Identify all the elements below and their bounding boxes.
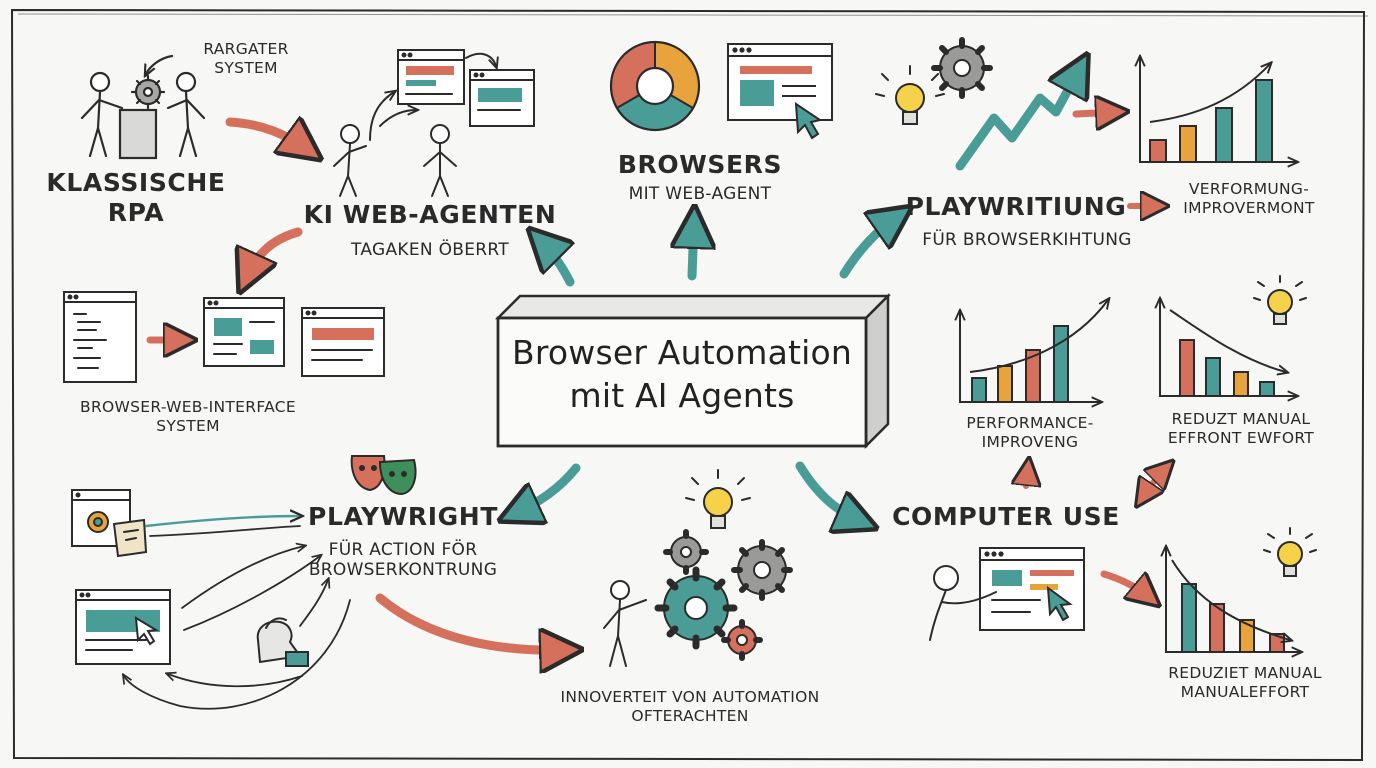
- reduzt-label: REDUZT MANUAL EFFRONT EWFORT: [1156, 410, 1326, 447]
- ki-web-agenten-subtitle: TAGAKEN ÖBERRT: [351, 240, 509, 260]
- theater-masks-icon: [350, 455, 417, 496]
- browser-web-interface-line2: SYSTEM: [156, 416, 220, 435]
- browser-web-interface-line1: BROWSER-WEB-INTERFACE: [80, 398, 296, 416]
- arrow-center-to-computer-use: [795, 461, 862, 522]
- browser-window-icon: [727, 43, 833, 121]
- central-title: Browser Automation mit AI Agents: [498, 332, 866, 418]
- playwritiung-subtitle: FÜR BROWSERKIHTUNG: [922, 230, 1132, 250]
- browser-interface-icons: [63, 291, 385, 383]
- decline-chart-icon: [1160, 300, 1296, 396]
- people-gear-icon: [80, 54, 206, 160]
- ki-agents-icon: [333, 49, 535, 197]
- trend-line-icon: [955, 68, 1080, 171]
- reduzt-line2: EFFRONT EWFORT: [1167, 428, 1315, 447]
- innoverteit-label: INNOVERTEIT VON AUTOMATION OFTERACHTEN: [520, 688, 860, 725]
- klassische-rpa-line1: KLASSISCHE: [46, 168, 226, 197]
- arrow-center-to-playwright: [514, 463, 581, 514]
- playwright-sources-icons: [71, 489, 309, 667]
- reduziet-line2: MANUALEFFORT: [1180, 682, 1310, 701]
- reduziet-label: REDUZIET MANUAL MANUALEFFORT: [1150, 664, 1340, 701]
- reduziet-line1: REDUZIET MANUAL: [1168, 664, 1322, 682]
- rargater-line1: RARGATER: [203, 40, 289, 58]
- innoverteit-line2: OFTERACHTEN: [631, 706, 749, 725]
- innoverteit-line1: INNOVERTEIT VON AUTOMATION: [560, 688, 820, 706]
- lightbulb-icon: [685, 469, 751, 529]
- verformung-label: VERFORMUNG- IMPROVERMONT: [1164, 180, 1334, 217]
- outer-frame: [10, 8, 1366, 762]
- playwritiung-title: PLAYWRITIUNG: [905, 192, 1127, 221]
- central-title-line2: mit AI Agents: [569, 375, 795, 415]
- cursor-icon: [1046, 585, 1073, 622]
- ki-web-agenten-title: KI WEB-AGENTEN: [303, 200, 557, 229]
- decline-chart-icon: [1166, 548, 1300, 652]
- arrow-trend-to-chart: [1072, 112, 1116, 114]
- playwright-flow-arrows: [124, 516, 351, 710]
- lightbulb-icon: [875, 65, 945, 125]
- verformung-line1: VERFORMUNG-: [1188, 180, 1310, 198]
- central-box: [494, 292, 892, 450]
- arrow-playwright-to-innoverteit: [375, 593, 566, 650]
- performance-line2: IMPROVENG: [981, 432, 1079, 451]
- rargater-label: RARGATER SYSTEM: [188, 40, 304, 77]
- playwright-subtitle: FÜR ACTION FÖR BROWSERKONTRUNG: [290, 540, 516, 581]
- arrow-rpa-to-ki: [225, 122, 308, 150]
- arrow-center-to-ki: [540, 240, 570, 287]
- computer-use-title: COMPUTER USE: [892, 502, 1120, 531]
- klassische-rpa-label: KLASSISCHE RPA: [36, 168, 236, 228]
- arrow-ki-to-browser-interface: [246, 227, 303, 278]
- performance-label: PERFORMANCE- IMPROVENG: [950, 414, 1110, 451]
- lightbulb-icon: [1263, 527, 1317, 577]
- gears-cluster-icon: [603, 529, 793, 667]
- playwright-line1: FÜR ACTION FÖR: [328, 540, 478, 560]
- rargater-line2: SYSTEM: [214, 58, 278, 77]
- central-title-line1: Browser Automation: [511, 333, 852, 372]
- cursor-icon: [794, 102, 823, 140]
- arrow-computer-use-to-reduzt: [1142, 468, 1166, 498]
- performance-line1: PERFORMANCE-: [966, 414, 1094, 432]
- arrow-center-to-playwritiung: [839, 216, 898, 279]
- arrow-computer-use-to-performance: [1026, 468, 1028, 489]
- performance-chart-icon: [960, 300, 1108, 402]
- verformung-line2: IMPROVERMONT: [1183, 198, 1315, 217]
- bar-chart-icon: [1140, 58, 1296, 162]
- arrow-computer-use-to-reduziet: [1100, 570, 1150, 598]
- playwright-title: PLAYWRIGHT: [308, 502, 498, 531]
- arrow-center-to-browsers: [692, 222, 694, 281]
- browsers-title: BROWSERS: [617, 150, 783, 179]
- browser-web-interface-label: BROWSER-WEB-INTERFACE SYSTEM: [48, 398, 328, 435]
- gear-icon: [931, 37, 993, 99]
- lightbulb-icon: [1253, 275, 1307, 325]
- reduzt-line1: REDUZT MANUAL: [1171, 410, 1311, 428]
- chrome-logo-icon: [609, 40, 701, 132]
- computer-use-icon: [929, 547, 1085, 641]
- klassische-rpa-line2: RPA: [107, 198, 165, 227]
- browsers-subtitle: MIT WEB-AGENT: [628, 184, 772, 204]
- playwright-line2: BROWSERKONTRUNG: [308, 560, 498, 581]
